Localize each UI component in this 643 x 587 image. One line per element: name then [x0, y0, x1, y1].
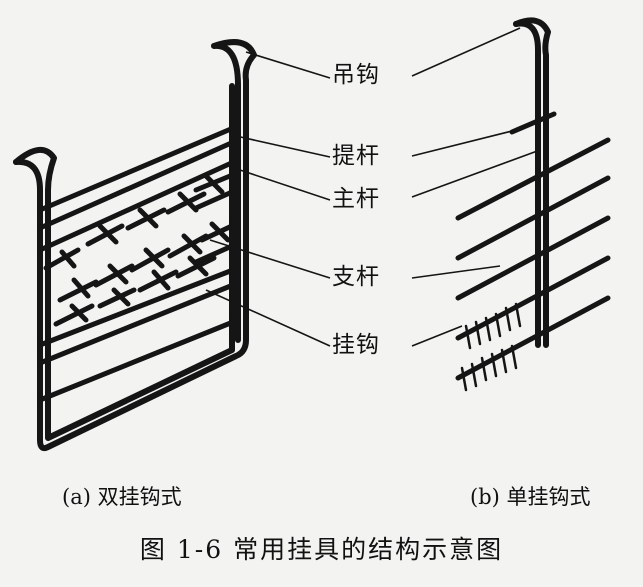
double-hook-rack: [13, 39, 257, 452]
rack-b-main-bar-hook: [513, 17, 551, 348]
figure-caption: 图 1-6 常用挂具的结构示意图: [139, 535, 504, 564]
rack-a-low-rail-3: [37, 317, 241, 403]
rack-b-hanger-hooks: [460, 302, 522, 392]
leader-main-b: [411, 149, 541, 198]
leader-lines: [205, 27, 541, 347]
rack-a-hook-bars: [43, 173, 239, 327]
leader-hanger-a: [205, 289, 331, 347]
label-lift-bar: 提杆: [332, 143, 380, 169]
subfigure-b-caption: (b) 单挂钩式: [470, 485, 591, 509]
rack-a-right-hook-inner: [13, 83, 235, 441]
label-hook: 吊钩: [332, 62, 380, 88]
rack-a-top-rail-2: [37, 137, 241, 231]
subfigure-a-caption: (a) 双挂钩式: [62, 485, 182, 509]
leader-hanger-b: [411, 325, 463, 347]
leader-lift-a: [235, 135, 331, 158]
label-main-bar: 主杆: [332, 186, 380, 212]
single-hook-rack: [455, 17, 611, 392]
leader-main-a: [239, 169, 331, 201]
leader-hook-b: [411, 27, 521, 77]
rack-b-lift-bar: [509, 111, 557, 135]
leader-lift-b: [411, 129, 517, 157]
rack-a-low-rail-1: [37, 265, 241, 348]
leader-hook-a: [245, 51, 331, 79]
label-branch-bar: 支杆: [332, 264, 380, 290]
rack-a-top-rail: [37, 123, 241, 213]
rack-a-low-rail-2: [37, 280, 241, 366]
leader-branch-a: [209, 239, 331, 279]
leader-branch-b: [411, 265, 501, 279]
rack-a-right-hook-frame: [13, 39, 257, 452]
label-hanger-hook: 挂钩: [332, 332, 380, 358]
